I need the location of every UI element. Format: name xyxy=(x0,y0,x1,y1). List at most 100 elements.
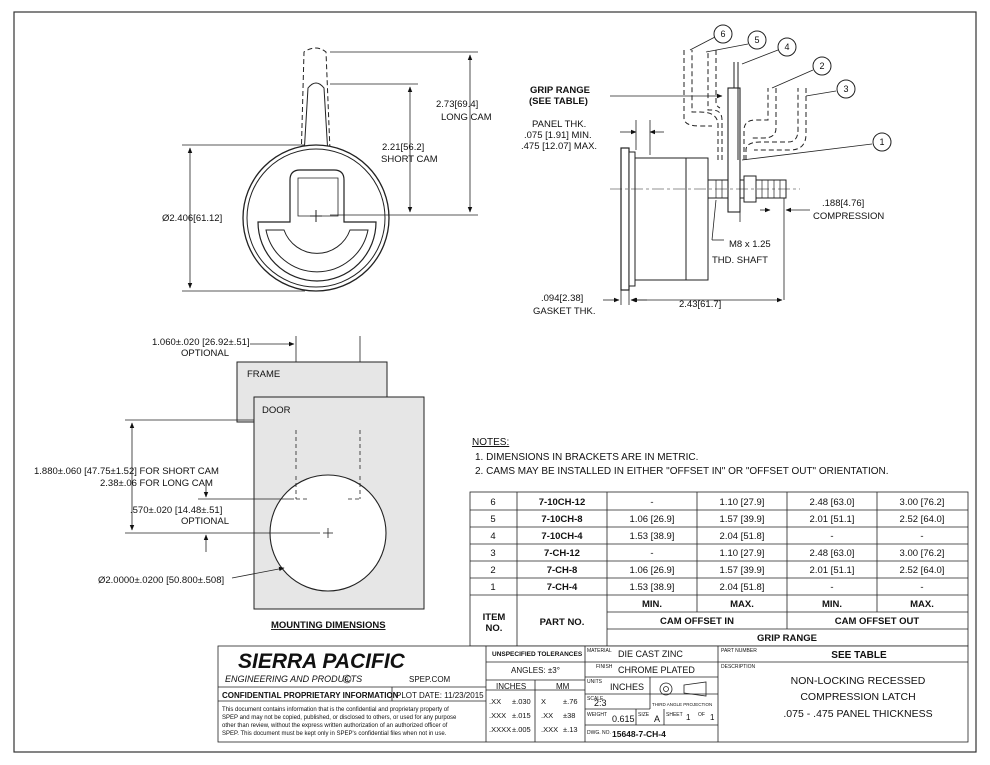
svg-text:1: 1 xyxy=(710,713,715,722)
svg-text:COMPRESSION LATCH: COMPRESSION LATCH xyxy=(800,691,915,703)
svg-text:PLOT DATE: 11/23/2015: PLOT DATE: 11/23/2015 xyxy=(396,691,484,700)
registered-icon xyxy=(342,674,352,684)
table-row: 2 7-CH-8 1.06 [26.9] 1.57 [39.9] 2.01 [5… xyxy=(490,565,944,576)
top-view-dimensions xyxy=(182,51,478,292)
side-view-dimensions xyxy=(603,93,810,305)
svg-text:6: 6 xyxy=(490,497,495,508)
svg-text:Ø2.0000±.0200 [50.800±.508]: Ø2.0000±.0200 [50.800±.508] xyxy=(98,575,224,586)
svg-text:0.615: 0.615 xyxy=(612,714,635,724)
svg-text:OPTIONAL: OPTIONAL xyxy=(181,516,229,527)
notes: NOTES: 1. DIMENSIONS IN BRACKETS ARE IN … xyxy=(472,437,889,477)
table-row: 4 7-10CH-4 1.53 [38.9] 2.04 [51.8] - - xyxy=(490,531,923,542)
svg-text:.XXXX: .XXXX xyxy=(489,725,511,734)
mounting-dimensions xyxy=(125,336,361,579)
svg-text:COMPRESSION: COMPRESSION xyxy=(813,211,884,222)
svg-text:SEE TABLE: SEE TABLE xyxy=(831,650,887,661)
svg-text:THIRD ANGLE PROJECTION: THIRD ANGLE PROJECTION xyxy=(652,702,712,707)
svg-text:2.52 [64.0]: 2.52 [64.0] xyxy=(900,514,945,525)
svg-text:GRIP RANGE: GRIP RANGE xyxy=(757,633,817,644)
svg-text:2.43[61.7]: 2.43[61.7] xyxy=(679,299,721,310)
svg-text:(SEE TABLE): (SEE TABLE) xyxy=(529,96,588,107)
svg-text:LONG CAM: LONG CAM xyxy=(441,112,492,123)
svg-text:3: 3 xyxy=(843,84,848,94)
svg-text:-: - xyxy=(830,582,833,593)
top-view-dim-text: 2.73[69.4] LONG CAM 2.21[56.2] SHORT CAM… xyxy=(162,99,492,224)
table-header: MIN. MAX. MIN. MAX. ITEM NO. PART NO. CA… xyxy=(483,599,934,644)
svg-text:2.01 [51.1]: 2.01 [51.1] xyxy=(810,514,855,525)
svg-text:±38: ±38 xyxy=(563,711,575,720)
svg-text:7-CH-8: 7-CH-8 xyxy=(547,565,578,576)
svg-text:SPEP. This document must be ke: SPEP. This document must be kept only in… xyxy=(222,731,447,737)
svg-text:CONFIDENTIAL PROPRIETARY INFOR: CONFIDENTIAL PROPRIETARY INFORMATION xyxy=(222,691,399,700)
svg-text:2.04 [51.8]: 2.04 [51.8] xyxy=(720,582,765,593)
svg-text:.XX: .XX xyxy=(541,711,553,720)
svg-text:-: - xyxy=(650,548,653,559)
svg-text:This document contains informa: This document contains information that … xyxy=(222,707,449,713)
svg-text:ANGLES: ±3°: ANGLES: ±3° xyxy=(511,666,560,675)
svg-text:7-CH-4: 7-CH-4 xyxy=(547,582,578,593)
svg-text:SIZE: SIZE xyxy=(638,712,650,718)
svg-text:PART NUMBER: PART NUMBER xyxy=(721,648,757,654)
table-row: 1 7-CH-4 1.53 [38.9] 2.04 [51.8] - - xyxy=(490,582,923,593)
svg-text:±.76: ±.76 xyxy=(563,697,578,706)
projection-icon xyxy=(659,681,707,697)
svg-text:15648-7-CH-4: 15648-7-CH-4 xyxy=(612,729,666,739)
svg-text:.XXX: .XXX xyxy=(489,711,506,720)
svg-text:1.880±.060 [47.75±1.52] FOR S: 1.880±.060 [47.75±1.52] FOR SHORT CAM xyxy=(34,466,219,477)
svg-text:2.52 [64.0]: 2.52 [64.0] xyxy=(900,565,945,576)
side-view-text: GRIP RANGE (SEE TABLE) PANEL THK. .075 [… xyxy=(521,85,884,317)
svg-text:4: 4 xyxy=(784,42,789,52)
svg-text:2.21[56.2]: 2.21[56.2] xyxy=(382,142,424,153)
svg-text:THD. SHAFT: THD. SHAFT xyxy=(712,255,768,266)
svg-text:.475 [12.07] MAX.: .475 [12.07] MAX. xyxy=(521,141,597,152)
side-view xyxy=(610,50,807,291)
svg-text:.XXX: .XXX xyxy=(541,725,558,734)
svg-text:-: - xyxy=(920,531,923,542)
svg-text:CHROME PLATED: CHROME PLATED xyxy=(618,665,695,675)
svg-text:.094[2.38]: .094[2.38] xyxy=(541,293,583,304)
svg-text:7-CH-12: 7-CH-12 xyxy=(544,548,580,559)
svg-text:GASKET THK.: GASKET THK. xyxy=(533,306,595,317)
svg-text:.075 [1.91] MIN.: .075 [1.91] MIN. xyxy=(524,130,592,141)
svg-text:FRAME: FRAME xyxy=(247,369,280,380)
svg-text:5: 5 xyxy=(754,35,759,45)
svg-text:SPEP.COM: SPEP.COM xyxy=(409,675,451,684)
svg-text:CAM OFFSET IN: CAM OFFSET IN xyxy=(660,616,734,627)
company-logo: SIERRA PACIFIC xyxy=(238,650,406,673)
svg-text:PART NO.: PART NO. xyxy=(540,617,585,628)
svg-text:1.06 [26.9]: 1.06 [26.9] xyxy=(630,565,675,576)
svg-text:.XX: .XX xyxy=(489,697,501,706)
title-block xyxy=(217,645,969,743)
top-view xyxy=(242,47,390,292)
grip-range-table-text: 6 7-10CH-12 - 1.10 [27.9] 2.48 [63.0] 3.… xyxy=(483,497,945,644)
tolerance-rows: .XX ±.030 X ±.76 .XXX ±.015 .XX ±38 .XXX… xyxy=(489,697,578,734)
balloons: 1 2 3 4 5 6 xyxy=(713,24,892,152)
svg-text:OPTIONAL: OPTIONAL xyxy=(181,348,229,359)
cam-1 xyxy=(733,62,739,160)
svg-text:other than review, without the: other than review, without the express w… xyxy=(222,723,448,729)
svg-text:NO.: NO. xyxy=(486,623,503,634)
mounting-text: 1.060±.020 [26.92±.51] OPTIONAL FRAME DO… xyxy=(34,337,386,631)
svg-text:.570±.020 [14.48±.51]: .570±.020 [14.48±.51] xyxy=(130,505,222,516)
svg-text:WEIGHT: WEIGHT xyxy=(587,712,607,718)
svg-text:CAM OFFSET OUT: CAM OFFSET OUT xyxy=(835,616,920,627)
cam-offset-in-long xyxy=(683,50,719,160)
svg-text:UNITS: UNITS xyxy=(587,679,603,685)
svg-text:ITEM: ITEM xyxy=(483,612,506,623)
svg-text:7-10CH-4: 7-10CH-4 xyxy=(541,531,583,542)
svg-text:1.10 [27.9]: 1.10 [27.9] xyxy=(720,497,765,508)
svg-text:±.015: ±.015 xyxy=(512,711,531,720)
part-description: NON-LOCKING RECESSED COMPRESSION LATCH .… xyxy=(783,675,932,720)
cam-offset-out xyxy=(743,88,777,160)
svg-text:MATERIAL: MATERIAL xyxy=(587,648,612,654)
svg-text:-: - xyxy=(920,582,923,593)
mounting-view xyxy=(236,361,425,610)
svg-text:2.38±.06 FOR LONG CAM: 2.38±.06 FOR LONG CAM xyxy=(100,478,213,489)
svg-text:DWG. NO.: DWG. NO. xyxy=(587,730,611,736)
svg-text:NON-LOCKING RECESSED: NON-LOCKING RECESSED xyxy=(791,675,926,687)
title-block-text: SIERRA PACIFIC ENGINEERING AND PRODUCTS … xyxy=(222,648,933,739)
svg-text:3: 3 xyxy=(490,548,495,559)
svg-text:1.06 [26.9]: 1.06 [26.9] xyxy=(630,514,675,525)
svg-text:3.00 [76.2]: 3.00 [76.2] xyxy=(900,548,945,559)
svg-text:2.48 [63.0]: 2.48 [63.0] xyxy=(810,497,855,508)
